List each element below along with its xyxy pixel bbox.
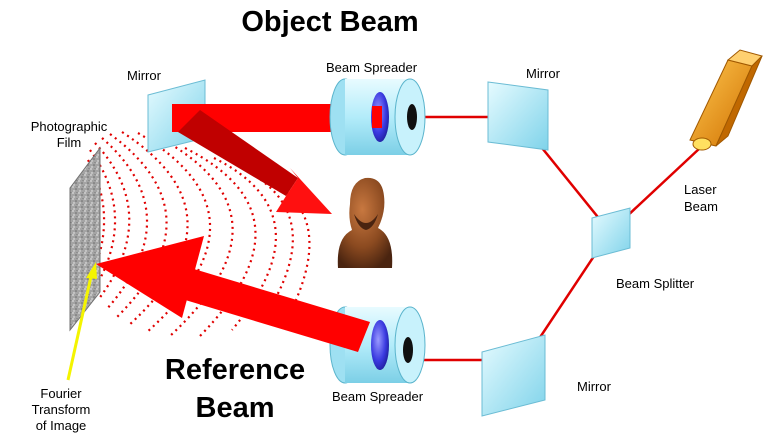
laser-beam-label-line1: Laser	[684, 182, 717, 197]
laser-upper-path	[412, 115, 701, 234]
beam-spreader-top	[329, 78, 426, 156]
mirror-bottom	[481, 334, 546, 417]
fourier-label-line2: Transform	[31, 402, 91, 417]
reference-beam-arrow	[96, 236, 370, 352]
reference-beam-title-line2: Beam	[195, 392, 275, 424]
fourier-label-line3: of Image	[35, 418, 87, 433]
fourier-pointer	[66, 262, 97, 381]
photographic-film-label-line2: Film	[56, 135, 82, 150]
fourier-label-line1: Fourier	[40, 386, 82, 401]
mirror-bottom-label: Mirror	[577, 379, 611, 394]
mirror-top-left-label: Mirror	[127, 68, 161, 83]
beam-spreader-top-label: Beam Spreader	[326, 60, 418, 75]
laser-lower-path	[412, 231, 612, 362]
beam-splitter	[591, 207, 631, 259]
object-beam-title: Object Beam	[241, 6, 419, 38]
laser-beam-label-line2: Beam	[684, 199, 718, 214]
photographic-film	[69, 146, 101, 332]
beam-splitter-label: Beam Splitter	[616, 276, 695, 291]
reference-beam-title-line1: Reference	[164, 354, 306, 386]
laser-device	[689, 49, 763, 151]
laser-paths	[412, 115, 701, 362]
mirror-top-right-label: Mirror	[526, 66, 560, 81]
photographic-film-label-line1: Photographic	[30, 119, 108, 134]
bust-statue	[337, 177, 393, 268]
mirror-top-right	[487, 81, 549, 151]
beam-spreader-bottom-label: Beam Spreader	[332, 389, 424, 404]
